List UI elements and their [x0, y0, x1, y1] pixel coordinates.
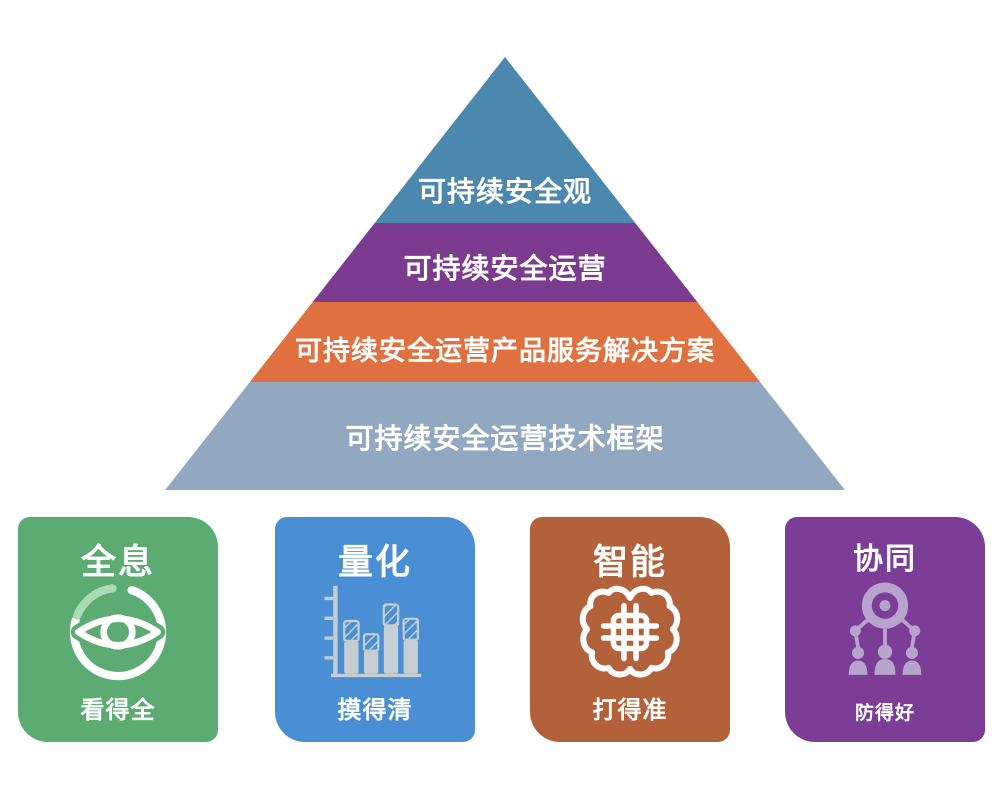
card-holographic-title: 全息	[80, 543, 155, 583]
pyramid-level-1	[374, 57, 636, 223]
collaboration-network-icon	[848, 582, 922, 675]
pyramid-level-4-label: 可持续安全运营技术框架	[345, 422, 665, 455]
card-intelligent-title: 智能	[592, 543, 667, 583]
card-quantified-title: 量化	[337, 543, 412, 583]
axis-y	[333, 585, 338, 676]
pyramid-level-2-label: 可持续安全运营	[403, 252, 607, 285]
pyramid-level-4	[165, 382, 845, 490]
bar-chart-icon	[324, 585, 422, 678]
relay-node	[909, 625, 921, 637]
card-holographic: 全息 看得全	[18, 517, 218, 742]
pyramid	[165, 57, 845, 490]
card-intelligent: 智能 打得准	[530, 517, 730, 742]
bars	[343, 603, 419, 674]
eye-outline	[75, 615, 161, 649]
chip-body	[610, 612, 650, 652]
pyramid-level-3	[249, 302, 761, 382]
people-nodes	[848, 644, 922, 675]
scan-ring-accent	[73, 584, 117, 620]
card-collaborative: 协同	[785, 517, 985, 742]
axis-tick	[324, 656, 334, 660]
brain-chip-icon	[579, 585, 681, 678]
card-quantified-caption: 摸得清	[337, 696, 413, 724]
axis-tick	[324, 636, 334, 640]
card-intelligent-caption: 打得准	[592, 696, 668, 724]
axis-tick	[324, 596, 334, 601]
axis-tick	[324, 616, 334, 620]
axis-x	[331, 673, 422, 678]
card-quantified: 量化	[275, 517, 475, 742]
hub-ring	[861, 582, 909, 629]
scan-ring	[69, 586, 167, 681]
relay-node	[849, 625, 861, 637]
card-collaborative-title: 协同	[853, 542, 917, 577]
eye-iris	[100, 614, 136, 650]
pyramid-level-1-label: 可持续安全观	[417, 175, 593, 208]
card-holographic-caption: 看得全	[80, 696, 156, 724]
card-collaborative-caption: 防得好	[854, 702, 915, 724]
chip-pins	[600, 602, 660, 662]
pyramid-level-2	[312, 223, 698, 302]
hub-core	[879, 600, 891, 612]
eye-scan-icon	[69, 584, 167, 681]
pyramid-level-3-label: 可持续安全运营产品服务解决方案	[295, 336, 715, 367]
brain-outline	[579, 585, 681, 678]
